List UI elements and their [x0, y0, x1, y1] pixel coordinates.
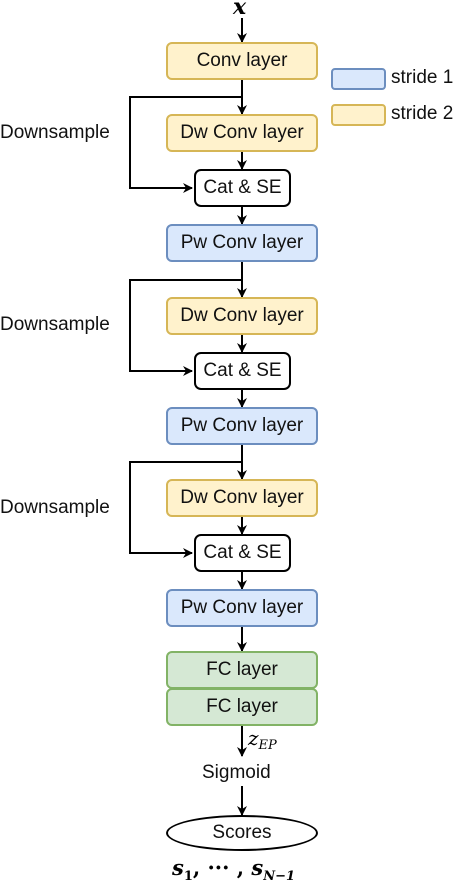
- fc-layer-block-2: FC layer: [166, 688, 318, 726]
- cat-se-block-3: Cat & SE: [194, 534, 291, 572]
- scores-formula: s1, ··· , sN−1: [172, 855, 296, 884]
- dw-conv-layer-block-3: Dw Conv layer: [166, 479, 318, 517]
- downsample-branch-3: [129, 461, 242, 558]
- downsample-branch-1: [129, 96, 242, 193]
- legend-label-stride2: stride 2: [391, 103, 454, 124]
- dw-conv-layer-block-1: Dw Conv layer: [166, 114, 318, 152]
- cat-se-block-1: Cat & SE: [194, 169, 291, 207]
- input-x-label: x: [233, 0, 247, 20]
- legend-swatch-stride1: [331, 68, 386, 90]
- downsample-label-1: Downsample: [0, 122, 110, 143]
- downsample-label-3: Downsample: [0, 497, 110, 518]
- dw-conv-layer-block-2: Dw Conv layer: [166, 297, 318, 335]
- legend-swatch-stride2: [331, 104, 386, 126]
- downsample-label-2: Downsample: [0, 314, 110, 335]
- cat-se-block-2: Cat & SE: [194, 352, 291, 390]
- fc-layer-block-1: FC layer: [166, 651, 318, 689]
- legend-label-stride1: stride 1: [391, 67, 454, 88]
- z-ep-label: zEP: [248, 726, 277, 753]
- scores-ellipse: Scores: [166, 815, 318, 851]
- sigmoid-label: Sigmoid: [202, 762, 271, 783]
- conv-layer-block: Conv layer: [166, 42, 318, 80]
- pw-conv-layer-block-3: Pw Conv layer: [166, 589, 318, 627]
- pw-conv-layer-block-1: Pw Conv layer: [166, 224, 318, 262]
- pw-conv-layer-block-2: Pw Conv layer: [166, 407, 318, 445]
- downsample-branch-2: [129, 279, 242, 376]
